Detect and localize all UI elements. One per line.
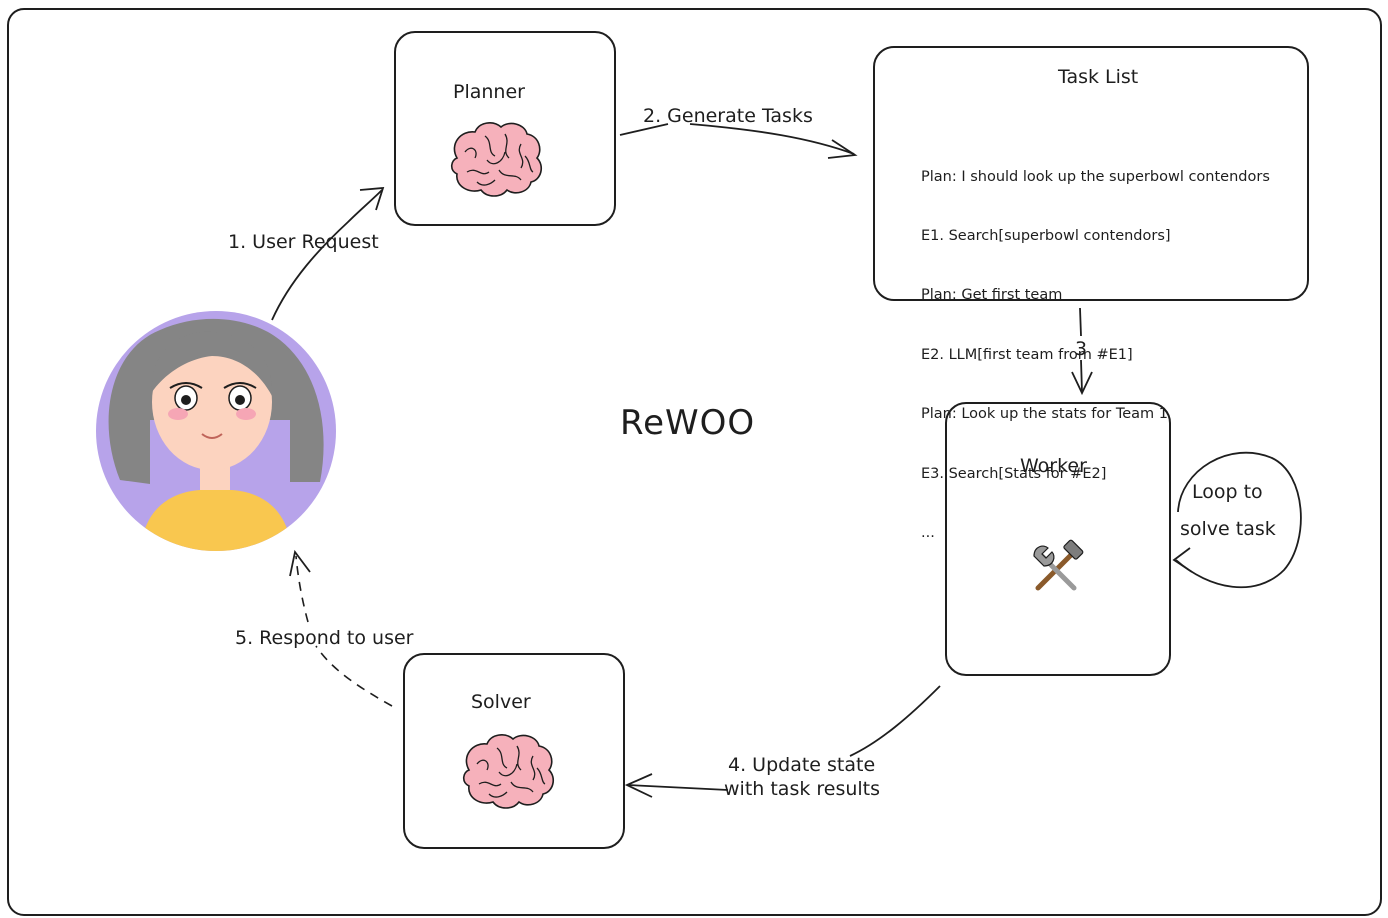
- edge-worker-loop: [1175, 451, 1302, 589]
- worker-title: Worker: [1020, 455, 1087, 477]
- edge-solver-to-user: [295, 555, 393, 707]
- arrowhead: [827, 139, 858, 159]
- edge-label-respond-to-user: 5. Respond to user: [235, 627, 414, 649]
- edge-user-to-planner: [271, 189, 383, 321]
- brain-icon: [450, 122, 543, 197]
- arrowhead: [359, 186, 385, 211]
- list-item: Plan: I should look up the superbowl con…: [921, 168, 1270, 185]
- planner-box: [394, 31, 616, 226]
- arrowhead: [289, 549, 311, 577]
- arrowhead: [1172, 547, 1193, 573]
- arrowhead: [1071, 371, 1093, 396]
- outer-frame: [7, 8, 1382, 916]
- solver-title: Solver: [471, 691, 531, 713]
- loop-label-line2: solve task: [1180, 518, 1276, 540]
- task-list-items: Plan: I should look up the superbowl con…: [921, 128, 1270, 564]
- diagram-title: ReWOO: [620, 403, 756, 443]
- task-list-box: [873, 46, 1309, 301]
- edge-label-update-state-line2: with task results: [724, 778, 881, 800]
- loop-label-line1: Loop to: [1192, 481, 1263, 503]
- edge-label-3: 3: [1075, 338, 1088, 360]
- edge-label-generate-tasks: 2. Generate Tasks: [643, 105, 813, 127]
- list-item: Plan: Look up the stats for Team 1: [921, 406, 1169, 423]
- brain-icon: [462, 734, 555, 809]
- user-avatar-icon: [96, 311, 336, 551]
- solver-box: [403, 653, 625, 849]
- edge-label-update-state-line1: 4. Update state: [728, 754, 876, 776]
- list-item: E3. Search[Stats for #E2]: [921, 465, 1107, 482]
- arrowhead: [624, 773, 653, 798]
- planner-title: Planner: [453, 81, 525, 103]
- task-list-title: Task List: [1058, 66, 1139, 88]
- list-item: ...: [921, 524, 935, 541]
- edge-tasklist-to-worker: [1079, 307, 1083, 393]
- list-item: E2. LLM[first team from #E1]: [921, 346, 1133, 363]
- edge-label-user-request: 1. User Request: [228, 231, 379, 253]
- hammer-wrench-icon: [1033, 539, 1084, 591]
- edge-planner-to-tasklist: [619, 123, 855, 155]
- list-item: E1. Search[superbowl contendors]: [921, 227, 1171, 244]
- list-item: Plan: Get first team: [921, 287, 1063, 304]
- worker-box: [945, 402, 1171, 676]
- edge-worker-to-solver: [627, 685, 941, 791]
